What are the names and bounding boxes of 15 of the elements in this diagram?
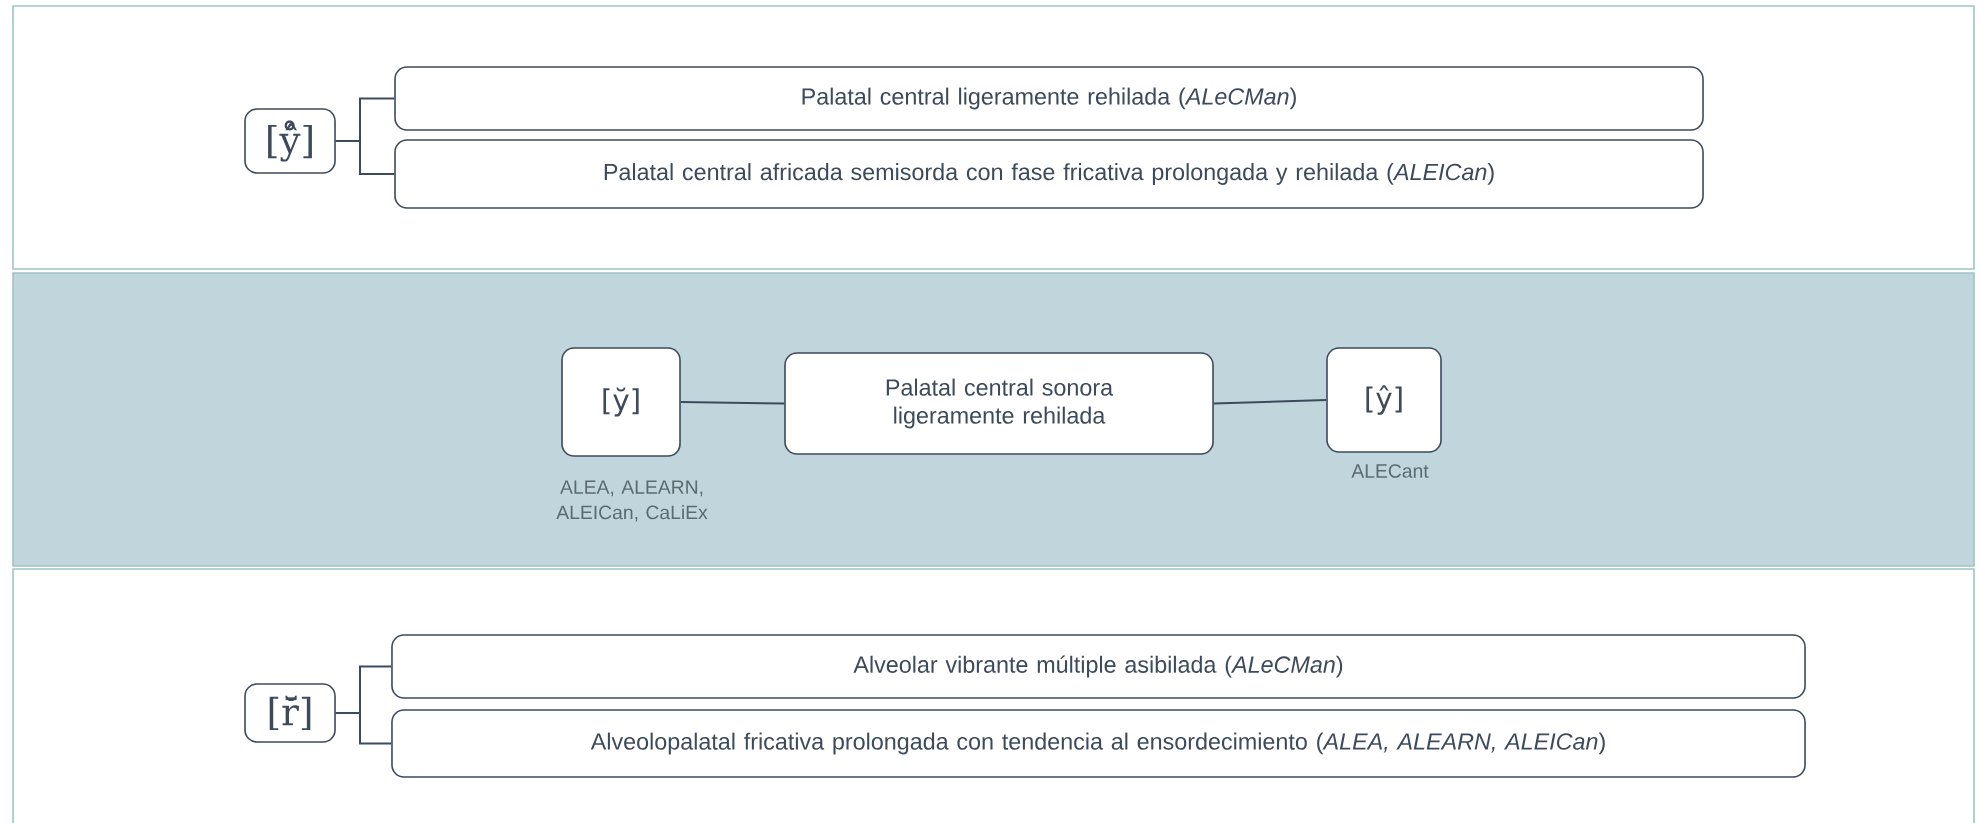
symbol-box: [r̄̆] xyxy=(244,683,336,743)
connector-line xyxy=(334,140,396,175)
source-note: ALEA, ALEARN, ALEICan, CaLiEx xyxy=(556,480,708,522)
description-box: Palatal central africada semisorda con fase fricativa prolongada y rehilada (ALEICan) xyxy=(394,139,1704,209)
symbol-box: [ŷ] xyxy=(1326,347,1442,453)
description-box: Alveolar vibrante múltiple asibilada (ALeCMan) xyxy=(391,634,1806,699)
symbol-box: [y̆] xyxy=(561,347,681,457)
description-box: Palatal central sonora ligeramente rehilada xyxy=(784,352,1214,455)
symbol-box: [ẙ̂] xyxy=(244,108,336,174)
description-box: Alveolopalatal fricativa prolongada con tendencia al ensordecimiento (ALEA, ALEARN, ALEICan) xyxy=(391,709,1806,778)
connector-line xyxy=(334,712,393,745)
connector-line xyxy=(679,401,786,405)
connector-line xyxy=(1212,399,1328,405)
description-box: Palatal central ligeramente rehilada (ALeCMan) xyxy=(394,66,1704,131)
source-note: ALECant xyxy=(1351,464,1429,478)
